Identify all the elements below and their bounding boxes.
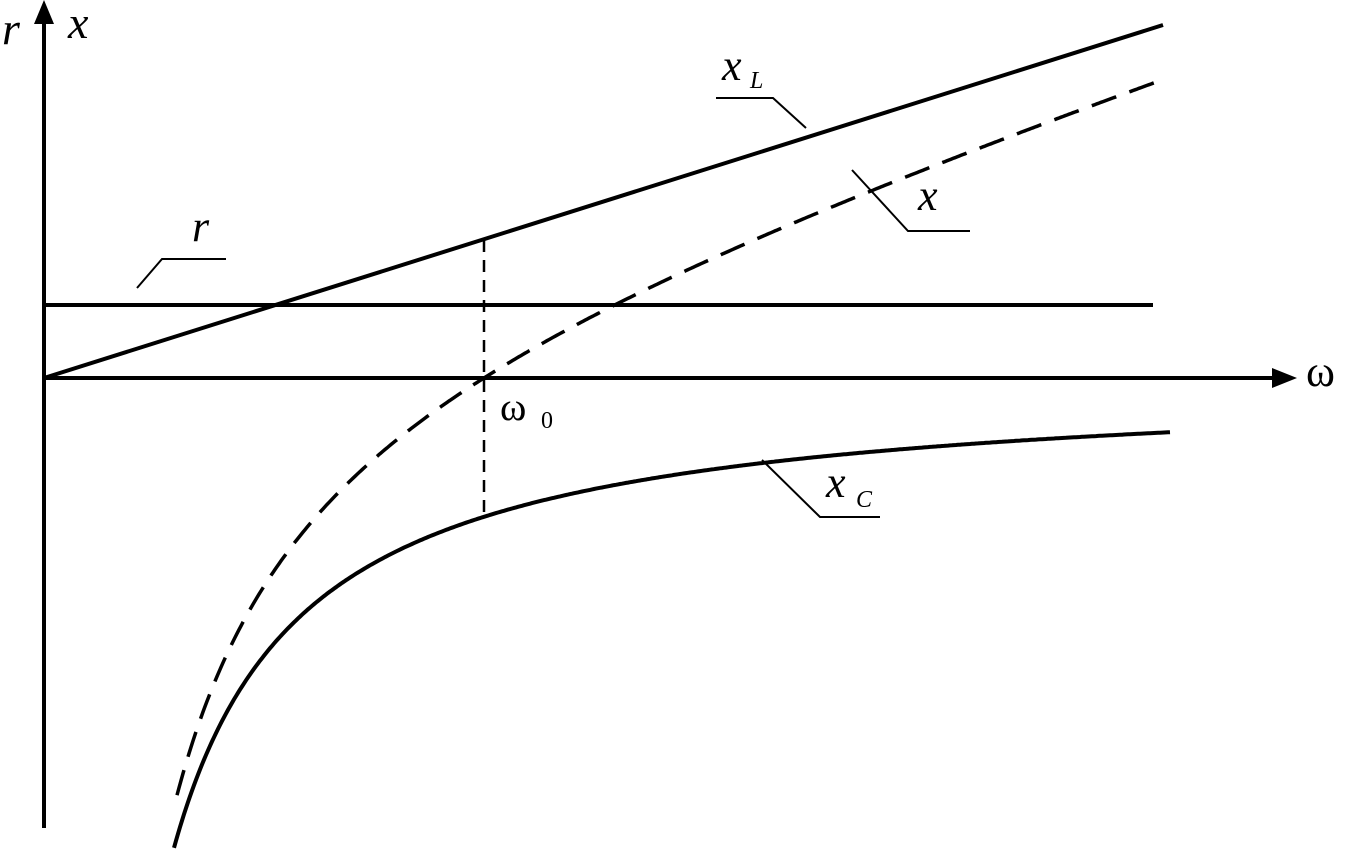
y-axis-label-r: r: [2, 3, 21, 54]
xl-leader-line: [716, 97, 807, 129]
resonance-label: ω: [500, 384, 526, 429]
xc-label: x: [825, 458, 846, 507]
horizontal-axis-arrow: [1272, 368, 1297, 388]
x-leader-line: [851, 169, 970, 232]
vertical-axis-arrow: [34, 0, 54, 24]
capacitive-reactance-curve: [172, 430, 1171, 849]
x-axis-label-omega: ω: [1306, 347, 1335, 396]
xl-label-subscript: L: [749, 68, 763, 94]
xc-leader-line: [761, 459, 880, 518]
x-label: x: [917, 171, 938, 220]
xc-label-subscript: C: [856, 487, 873, 513]
resonance-label-subscript: 0: [541, 408, 553, 434]
xl-label: x: [721, 41, 742, 90]
total-reactance-curve: [175, 80, 1158, 796]
inductive-reactance-line: [43, 23, 1164, 380]
r-label: r: [192, 202, 210, 251]
r-leader-line: [136, 258, 226, 289]
y-axis-label-x: x: [67, 0, 89, 48]
